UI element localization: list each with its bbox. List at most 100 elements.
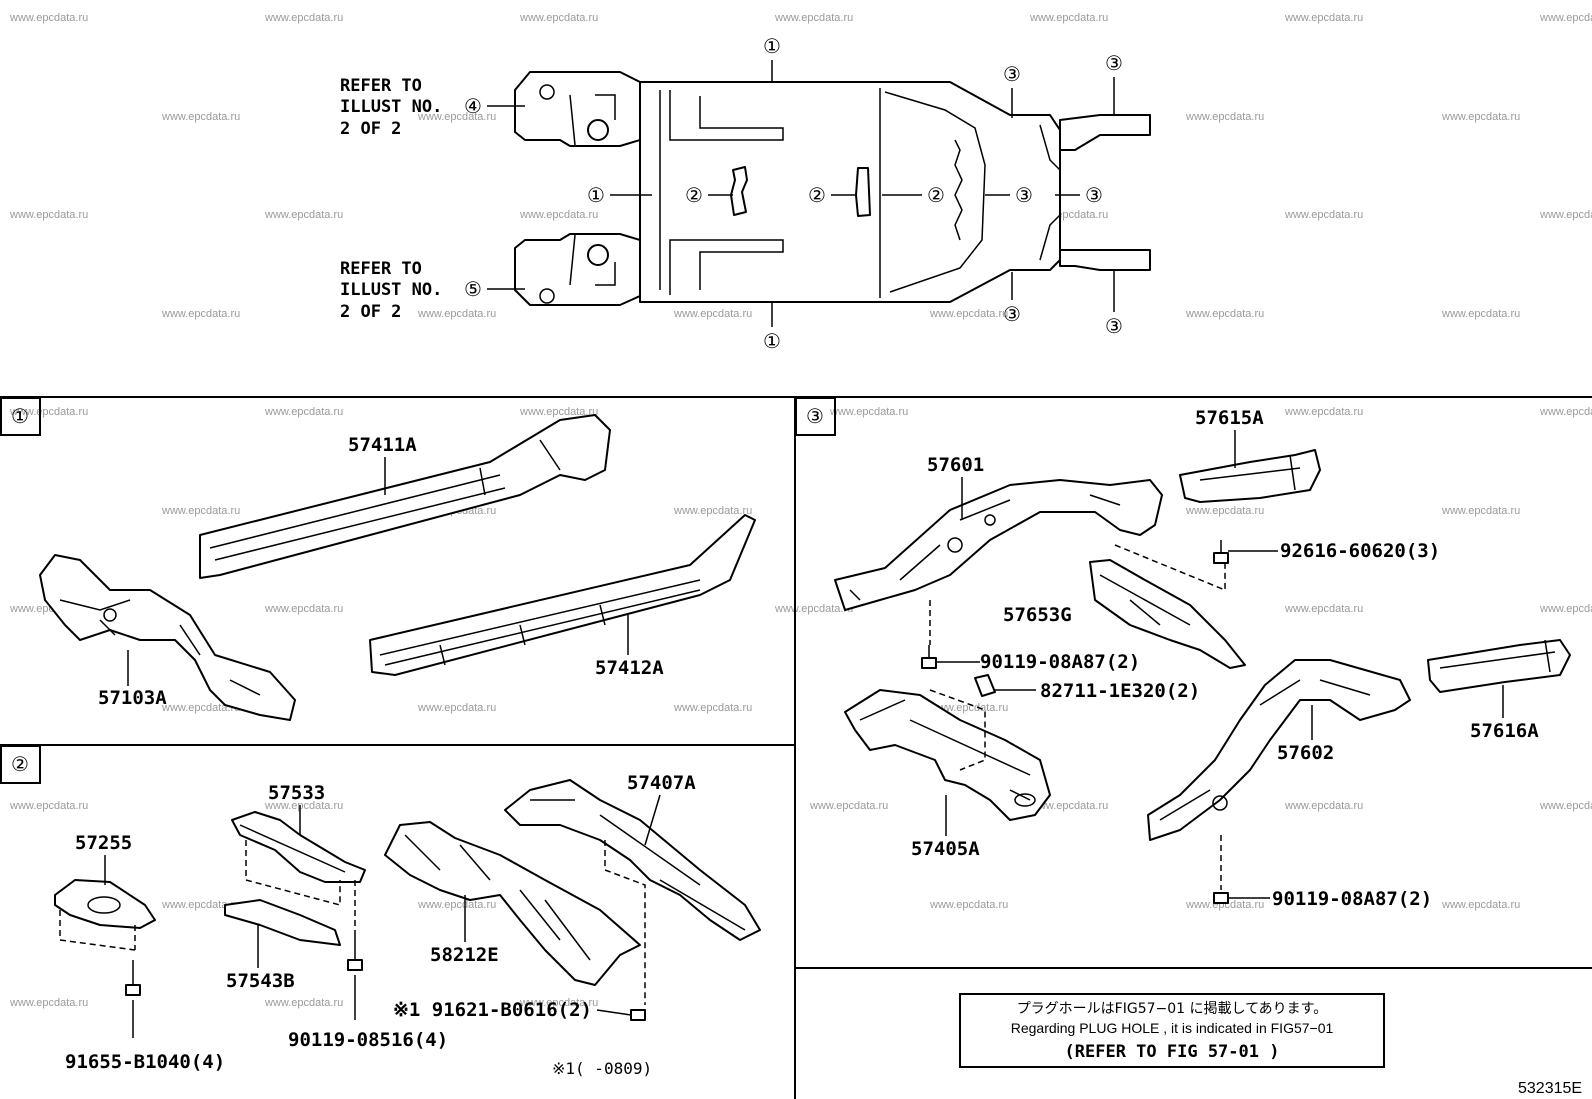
watermark: www.epcdata.ru [519, 209, 598, 221]
part-92616-60620: 92616-60620(3) [1280, 540, 1440, 562]
watermark: www.epcdata.ru [1284, 603, 1363, 615]
watermark: www.epcdata.ru [1185, 111, 1264, 123]
watermark: www.epcdata.ru [673, 505, 752, 517]
watermark: www.epcdata.ru [1539, 406, 1592, 418]
plug-hole-note: プラグホールはFIG57−01 に掲載してあります。 Regarding PLU… [959, 993, 1385, 1068]
section-label-1: ① [11, 404, 29, 428]
watermark: www.epcdata.ru [9, 800, 88, 812]
part-57615A: 57615A [1195, 407, 1264, 429]
watermark: www.epcdata.ru [1539, 12, 1592, 24]
callout-4: ④ [464, 94, 482, 118]
part-90119-08A87-lower: 90119-08A87(2) [1272, 888, 1432, 910]
watermark: www.epcdata.ru [1284, 209, 1363, 221]
note-english: Regarding PLUG HOLE , it is indicated in… [1011, 1020, 1334, 1036]
watermark: www.epcdata.ru [417, 899, 496, 911]
part-90119-08516: 90119-08516(4) [288, 1029, 448, 1051]
part-57103A: 57103A [98, 687, 167, 709]
watermark: www.epcdata.ru [1185, 899, 1264, 911]
watermark: www.epcdata.ru [9, 12, 88, 24]
overview-refer-upper: REFER TO ILLUST NO. 2 OF 2 ④ [340, 76, 525, 139]
watermark: www.epcdata.ru [161, 702, 240, 714]
callout-3: ③ [1003, 62, 1021, 86]
watermark: www.epcdata.ru [929, 308, 1008, 320]
bolt-icon [125, 960, 141, 1038]
watermark: www.epcdata.ru [264, 603, 343, 615]
section-frames [0, 396, 1592, 1099]
callout-3: ③ [1003, 302, 1021, 326]
watermark: www.epcdata.ru [9, 406, 88, 418]
watermark: www.epcdata.ru [929, 899, 1008, 911]
bolt-icon [1213, 540, 1278, 564]
watermark: www.epcdata.ru [161, 111, 240, 123]
bolt-icon [596, 1009, 646, 1021]
callout-5: ⑤ [464, 277, 482, 301]
watermark: www.epcdata.ru [1441, 505, 1520, 517]
watermark: www.epcdata.ru [9, 209, 88, 221]
watermark: www.epcdata.ru [1441, 111, 1520, 123]
figure-id: 532315E [1518, 1080, 1582, 1097]
section-label-3: ③ [806, 404, 824, 428]
section-label-2: ② [11, 752, 29, 776]
callout-3: ③ [1105, 314, 1123, 338]
watermark: www.epcdata.ru [519, 997, 598, 1009]
watermark: www.epcdata.ru [161, 308, 240, 320]
callout-3: ③ [1015, 183, 1033, 207]
part-57412A: 57412A [595, 657, 664, 679]
watermark: www.epcdata.ru [1284, 406, 1363, 418]
callout-1: ① [587, 183, 605, 207]
part-91655-B1040: 91655-B1040(4) [65, 1051, 225, 1073]
part-57407A: 57407A [627, 772, 696, 794]
section-2: ② 57533 [11, 752, 761, 1078]
overview-frame-drawing [514, 71, 1151, 306]
note-refer: (REFER TO FIG 57-01 ) [1065, 1042, 1280, 1062]
watermark: www.epcdata.ru [264, 997, 343, 1009]
watermark: www.epcdata.ru [264, 406, 343, 418]
callout-3: ③ [1085, 183, 1103, 207]
callout-3: ③ [1105, 51, 1123, 75]
part-57602: 57602 [1277, 742, 1334, 764]
watermark: www.epcdata.ru [1284, 12, 1363, 24]
watermark: www.epcdata.ru [673, 702, 752, 714]
watermark: www.epcdata.ru [1284, 800, 1363, 812]
part-82711-1E320: 82711-1E320(2) [1040, 680, 1200, 702]
callout-1: ① [763, 329, 781, 353]
part-57601: 57601 [927, 454, 984, 476]
watermark: www.epcdata.ru [1029, 12, 1108, 24]
watermark: www.epcdata.ru [1029, 800, 1108, 812]
part-57653G: 57653G [1003, 604, 1072, 626]
refer-text-line: 2 OF 2 [340, 119, 401, 139]
refer-text-line: REFER TO [340, 76, 422, 96]
part-57616A: 57616A [1470, 720, 1539, 742]
part-58212E: 58212E [430, 944, 499, 966]
watermark: www.epcdata.ru [774, 12, 853, 24]
overview-callouts: ① ① ① ② ② ② ③ ③ ③ ③ ③ ③ [587, 34, 1123, 353]
bolt-icon [347, 930, 363, 1020]
callout-2: ② [808, 183, 826, 207]
bolt-icon [921, 645, 980, 669]
bolt-icon [1213, 835, 1270, 904]
watermark: www.epcdata.ru [9, 997, 88, 1009]
part-57411A: 57411A [348, 434, 417, 456]
watermark: www.epcdata.ru [1539, 603, 1592, 615]
part-57543B: 57543B [226, 970, 295, 992]
watermark: www.epcdata.ru [417, 111, 496, 123]
callout-2: ② [685, 183, 703, 207]
refer-text-line: ILLUST NO. [340, 97, 442, 117]
watermark: www.epcdata.ru [519, 406, 598, 418]
watermark: www.epcdata.ru [1539, 209, 1592, 221]
section-3: ③ [806, 404, 1571, 910]
watermark: www.epcdata.ru [1441, 899, 1520, 911]
part-57255: 57255 [75, 832, 132, 854]
part-57405A: 57405A [911, 838, 980, 860]
watermark: www.epcdata.ru [264, 12, 343, 24]
watermark: www.epcdata.ru [417, 308, 496, 320]
watermark: www.epcdata.ru [264, 800, 343, 812]
refer-text-line: REFER TO [340, 259, 422, 279]
watermark: www.epcdata.ru [1185, 505, 1264, 517]
part-91621-B0616: ※1 91621-B0616(2) [393, 999, 592, 1021]
watermark: www.epcdata.ru [809, 800, 888, 812]
watermark: www.epcdata.ru [1185, 308, 1264, 320]
watermark: www.epcdata.ru [1539, 800, 1592, 812]
overview-refer-lower: REFER TO ILLUST NO. 2 OF 2 ⑤ [340, 259, 525, 322]
